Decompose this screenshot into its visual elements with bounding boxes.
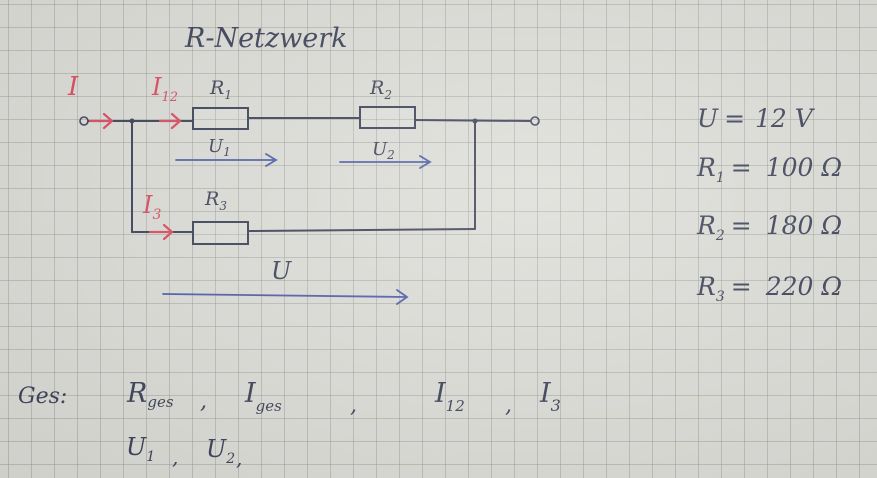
- voltage-arrow-u1: [175, 153, 278, 167]
- label-u-total: U: [271, 257, 292, 285]
- label-current-i3: I3: [142, 191, 161, 223]
- separator: ,: [350, 393, 357, 418]
- wanted-prefix: Ges:: [18, 384, 67, 409]
- wanted-i12: I12: [434, 378, 465, 415]
- given-r1: R1=100 Ω: [696, 153, 842, 186]
- junction-left: [129, 118, 135, 124]
- separator: ,: [200, 389, 207, 414]
- wanted-r-ges: Rges: [126, 378, 174, 411]
- wire-output: [414, 119, 531, 122]
- wanted-u1: U1: [126, 433, 155, 465]
- resistor-r3: [192, 221, 249, 245]
- wanted-u2: U2: [206, 435, 235, 467]
- label-current-total: I: [67, 72, 79, 102]
- given-u: U=12 V: [697, 104, 816, 133]
- wanted-quantities: Ges: Rges , Iges , I12 , I3 U1 , U2 ,: [18, 378, 561, 470]
- given-values: U=12 V R1=100 Ω R2=180 Ω R3=220 Ω: [696, 104, 842, 305]
- output-terminal: [530, 116, 540, 126]
- label-current-i12: I12: [151, 73, 178, 105]
- resistor-r1: [192, 107, 249, 130]
- wire-r3-out: [247, 228, 476, 232]
- current-arrow-total: [88, 112, 114, 130]
- label-r1: R1: [209, 77, 232, 102]
- current-arrow-i3: [148, 223, 174, 241]
- label-r2: R2: [369, 77, 392, 102]
- current-arrow-i12: [158, 112, 182, 130]
- input-terminal: [79, 116, 89, 126]
- given-r3: R3=220 Ω: [696, 272, 842, 305]
- given-r2: R2=180 Ω: [696, 211, 842, 244]
- label-u1: U1: [208, 136, 231, 159]
- wanted-i-ges: Iges: [244, 378, 282, 415]
- label-u2: U2: [372, 139, 395, 162]
- separator: ,: [505, 393, 512, 418]
- voltage-arrow-u2: [339, 155, 432, 169]
- resistor-r2: [359, 106, 416, 129]
- label-r3: R3: [204, 188, 227, 213]
- junction-right: [472, 118, 478, 124]
- diagram-title: R-Netzwerk: [184, 23, 348, 54]
- separator: ,: [236, 446, 242, 470]
- current-arrows: [88, 112, 182, 241]
- separator: ,: [172, 445, 178, 469]
- voltage-arrow-u-total: [162, 289, 409, 305]
- wanted-i3: I3: [539, 378, 561, 415]
- voltage-arrows: [162, 153, 432, 305]
